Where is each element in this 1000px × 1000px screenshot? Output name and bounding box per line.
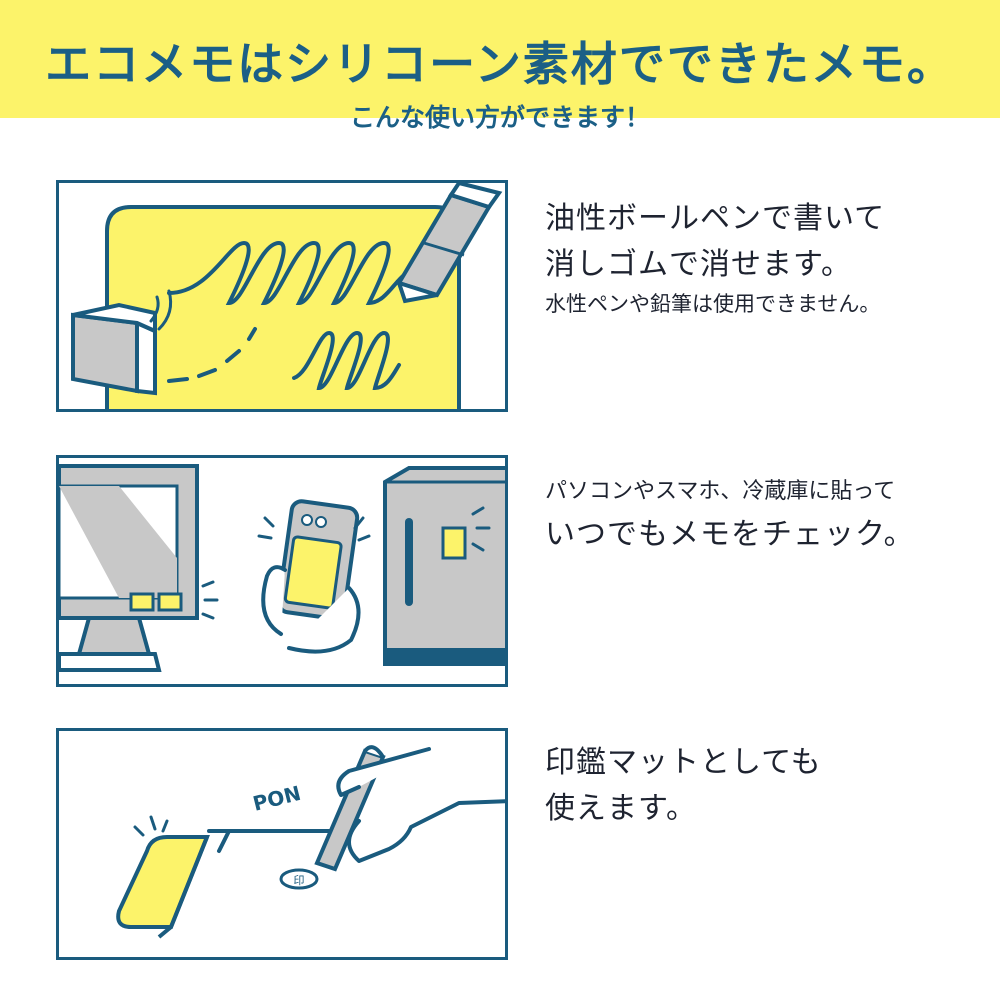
monitor-icon	[59, 464, 199, 672]
pen-icon	[395, 183, 503, 304]
description-line: パソコンやスマホ、冷蔵庫に貼って	[545, 479, 896, 504]
handwriting-loops-partial	[292, 330, 401, 391]
description-note: 水性ペンや鉛筆は使用できません。	[545, 292, 881, 316]
motion-marks	[201, 580, 219, 620]
hand	[336, 747, 505, 863]
description-line: 印鑑マットとしても	[545, 745, 822, 780]
stamp-mark: 印	[294, 874, 305, 887]
description-line: いつでもメモをチェック。	[545, 517, 915, 552]
illustration-stick-on-devices	[56, 455, 508, 687]
motion-marks	[471, 506, 491, 552]
sound-effect: PON	[250, 781, 303, 816]
description-line: 消しゴムで消せます。	[545, 247, 852, 282]
illustration-write-erase	[56, 180, 508, 412]
description-line: 使えます。	[545, 791, 697, 826]
memo-sheet	[105, 205, 461, 409]
motion-marks	[133, 815, 169, 837]
memo-on-fridge	[441, 526, 467, 560]
memo-on-monitor	[157, 592, 183, 612]
motion-marks	[149, 289, 173, 331]
hand	[261, 565, 361, 654]
page-title: エコメモはシリコーン素材でできたメモ。	[45, 37, 955, 91]
description-stick-on-devices: パソコンやスマホ、冷蔵庫に貼って いつでもメモをチェック。	[545, 472, 985, 558]
stamp-imprint	[279, 868, 319, 890]
write-erase-drawing	[71, 183, 503, 409]
handwriting-loops	[167, 240, 406, 306]
motion-marks	[257, 516, 371, 542]
devices-drawing	[59, 464, 505, 672]
stamp-drawing: PON 印	[116, 745, 505, 939]
refrigerator-icon	[383, 466, 505, 666]
description-write-erase: 油性ボールペンで書いて 消しゴムで消せます。 水性ペンや鉛筆は使用できません。	[545, 196, 985, 320]
illustration-stamp-mat: PON 印	[56, 728, 508, 960]
eraser-icon	[71, 302, 157, 396]
memo-on-monitor	[129, 592, 155, 612]
description-line: 油性ボールペンで書いて	[545, 201, 886, 236]
smartphone-icon	[276, 499, 360, 621]
header-band	[0, 0, 1000, 118]
erased-trace	[167, 327, 257, 383]
memo-mat	[116, 835, 210, 929]
description-stamp-mat: 印鑑マットとしても 使えます。	[545, 740, 985, 832]
page-subtitle: こんな使い方ができます！	[349, 103, 650, 132]
